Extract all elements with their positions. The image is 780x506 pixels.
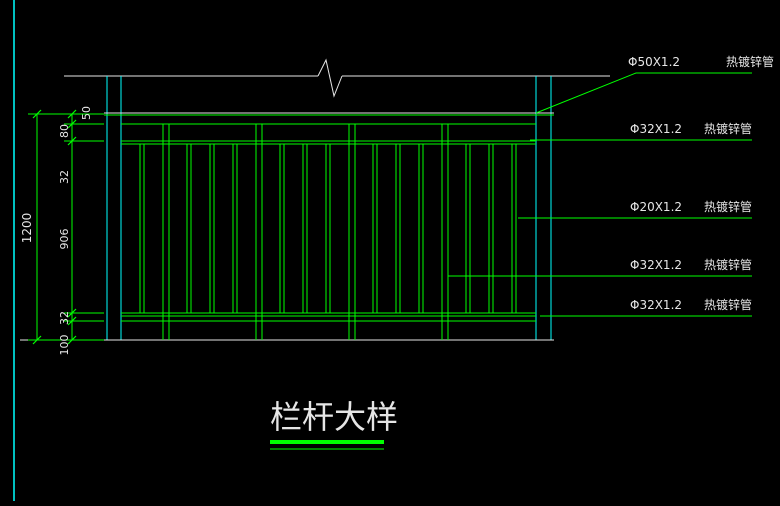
dim-segment-6: 100 bbox=[58, 335, 71, 356]
callout-4-material: 热镀锌管 bbox=[704, 257, 752, 272]
callout-5-material: 热镀锌管 bbox=[704, 297, 752, 312]
callout-4: Φ32X1.2 热镀锌管 bbox=[630, 257, 752, 272]
callout-3-spec: Φ20X1.2 bbox=[630, 200, 682, 214]
bottom-rail bbox=[121, 312, 536, 322]
dim-segment-5: 32 bbox=[58, 311, 71, 325]
intermediate-posts bbox=[162, 124, 449, 340]
callout-5-spec: Φ32X1.2 bbox=[630, 298, 682, 312]
break-line bbox=[64, 58, 610, 98]
callout-1-spec: Φ50X1.2 bbox=[628, 55, 680, 69]
dim-segment-4: 906 bbox=[58, 229, 71, 250]
callout-4-spec: Φ32X1.2 bbox=[630, 258, 682, 272]
dim-overall: 1200 bbox=[20, 213, 34, 244]
dim-segment-3: 32 bbox=[58, 170, 71, 184]
callout-2: Φ32X1.2 热镀锌管 bbox=[630, 121, 752, 136]
end-post-left bbox=[106, 76, 122, 340]
end-post-right bbox=[535, 76, 552, 340]
balusters bbox=[139, 144, 517, 313]
callout-1-material: 热镀锌管 bbox=[726, 54, 774, 69]
callout-3-material: 热镀锌管 bbox=[704, 199, 752, 214]
top-rail bbox=[121, 123, 536, 145]
callout-2-spec: Φ32X1.2 bbox=[630, 122, 682, 136]
dim-segment-1: 50 bbox=[80, 106, 93, 120]
callout-2-material: 热镀锌管 bbox=[704, 121, 752, 136]
callout-3: Φ20X1.2 热镀锌管 bbox=[630, 199, 752, 214]
callout-leaders bbox=[448, 72, 752, 317]
drawing-title: 栏杆大样 bbox=[270, 398, 398, 436]
callout-5: Φ32X1.2 热镀锌管 bbox=[630, 297, 752, 312]
callout-1: Φ50X1.2 热镀锌管 bbox=[628, 54, 774, 69]
dimension-chain bbox=[28, 109, 104, 345]
title-underline bbox=[270, 440, 384, 450]
handrail bbox=[104, 112, 554, 116]
dim-segment-2: 80 bbox=[58, 124, 71, 138]
